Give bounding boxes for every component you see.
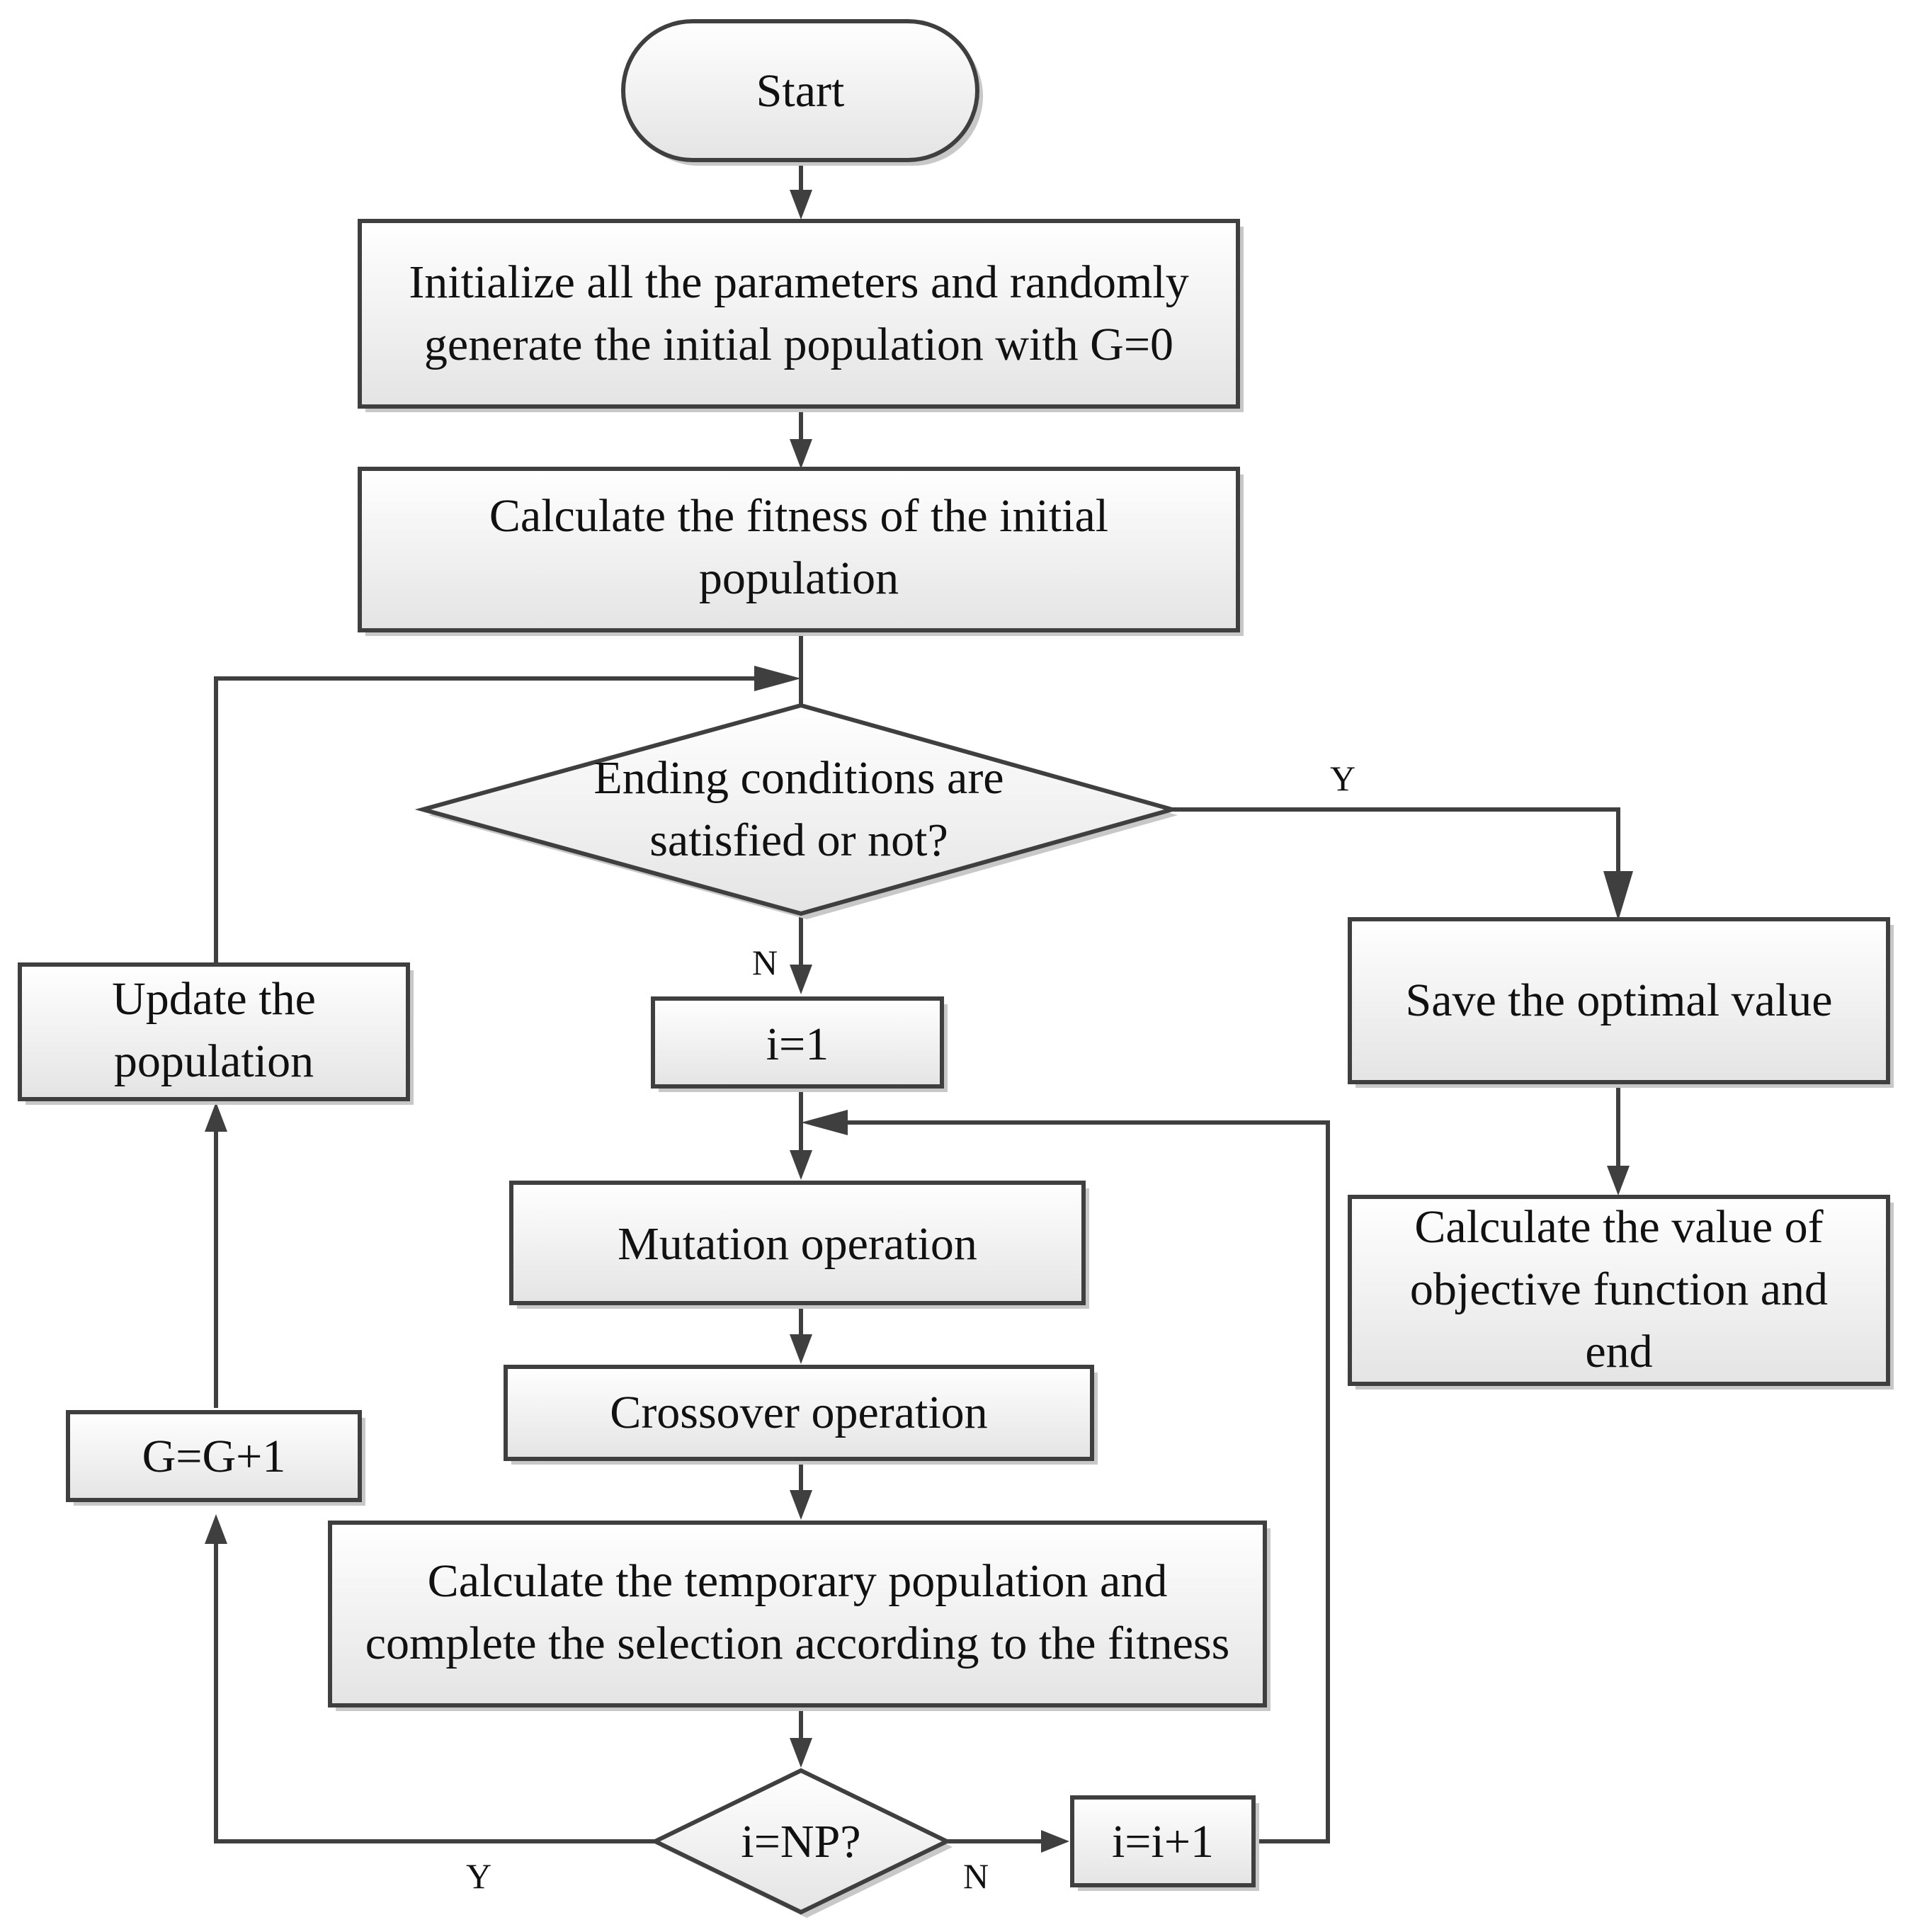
i1-label: i=1 <box>766 1018 829 1070</box>
temp-line-2: complete the selection according to the … <box>365 1618 1230 1669</box>
node-crossover: Crossover operation <box>504 1365 1098 1465</box>
initialize-line-2: generate the initial population with G=0 <box>424 319 1173 370</box>
fitness-line-1: Calculate the fitness of the initial <box>489 490 1108 542</box>
node-i-increment: i=i+1 <box>1070 1795 1259 1891</box>
edge-ending-save <box>1172 807 1620 877</box>
node-ending-conditions: Ending conditions are satisfied or not? <box>414 703 1181 919</box>
objective-line-3: end <box>1585 1326 1652 1377</box>
ending-line-2: satisfied or not? <box>649 814 948 866</box>
arrowhead-save-objective <box>1607 1166 1630 1195</box>
arrowhead-ending-i1 <box>790 965 812 994</box>
arrowhead-start-init <box>790 190 812 220</box>
edge-iinc-loop <box>848 1120 1330 1843</box>
node-save-optimal: Save the optimal value <box>1348 917 1894 1088</box>
arrowhead-mutation-crossover <box>790 1334 812 1364</box>
node-temporary-population: Calculate the temporary population and c… <box>328 1521 1271 1711</box>
save-label: Save the optimal value <box>1406 974 1833 1026</box>
node-mutation: Mutation operation <box>509 1181 1089 1309</box>
edge-update-loop <box>214 676 754 963</box>
connectors <box>205 161 1633 1853</box>
node-fitness: Calculate the fitness of the initial pop… <box>358 467 1244 636</box>
node-start: Start <box>621 19 983 166</box>
mutation-label: Mutation operation <box>618 1218 977 1270</box>
arrowhead-inp-ginc <box>205 1514 227 1544</box>
arrowhead-update-loop <box>754 666 801 691</box>
arrowhead-ginc-update <box>205 1102 227 1132</box>
objective-line-1: Calculate the value of <box>1414 1201 1823 1253</box>
arrowhead-ending-save <box>1603 871 1633 921</box>
start-label: Start <box>756 65 845 117</box>
edge-inp-ginc <box>214 1544 655 1843</box>
label-ending-no: N <box>752 943 778 982</box>
label-inp-no: N <box>963 1856 989 1896</box>
update-line-2: population <box>114 1035 314 1087</box>
label-inp-yes: Y <box>466 1856 491 1896</box>
arrowhead-crossover-temp <box>790 1490 812 1520</box>
ginc-label: G=G+1 <box>142 1431 286 1482</box>
node-i-equals-np: i=NP? <box>650 1768 953 1918</box>
temp-line-1: Calculate the temporary population and <box>428 1555 1168 1607</box>
objective-line-2: objective function and <box>1410 1263 1828 1315</box>
iinc-label: i=i+1 <box>1112 1816 1214 1868</box>
crossover-label: Crossover operation <box>610 1387 987 1438</box>
node-g-increment: G=G+1 <box>66 1410 365 1506</box>
node-objective-end: Calculate the value of objective functio… <box>1348 1195 1894 1390</box>
inp-label: i=NP? <box>741 1816 860 1868</box>
arrowhead-inp-iinc <box>1041 1830 1069 1853</box>
initialize-line-1: Initialize all the parameters and random… <box>409 256 1188 308</box>
label-ending-yes: Y <box>1330 758 1355 798</box>
arrowhead-i1-mutation <box>790 1150 812 1180</box>
ending-line-1: Ending conditions are <box>593 752 1004 804</box>
fitness-line-2: population <box>699 552 899 604</box>
node-update-population: Update the population <box>18 962 414 1105</box>
arrowhead-init-fitness <box>790 439 812 469</box>
arrowhead-iinc-loop <box>801 1110 848 1135</box>
node-i-equals-1: i=1 <box>651 996 948 1092</box>
update-line-1: Update the <box>112 973 316 1025</box>
arrowhead-temp-inp <box>790 1738 812 1768</box>
node-initialize: Initialize all the parameters and random… <box>358 219 1244 412</box>
